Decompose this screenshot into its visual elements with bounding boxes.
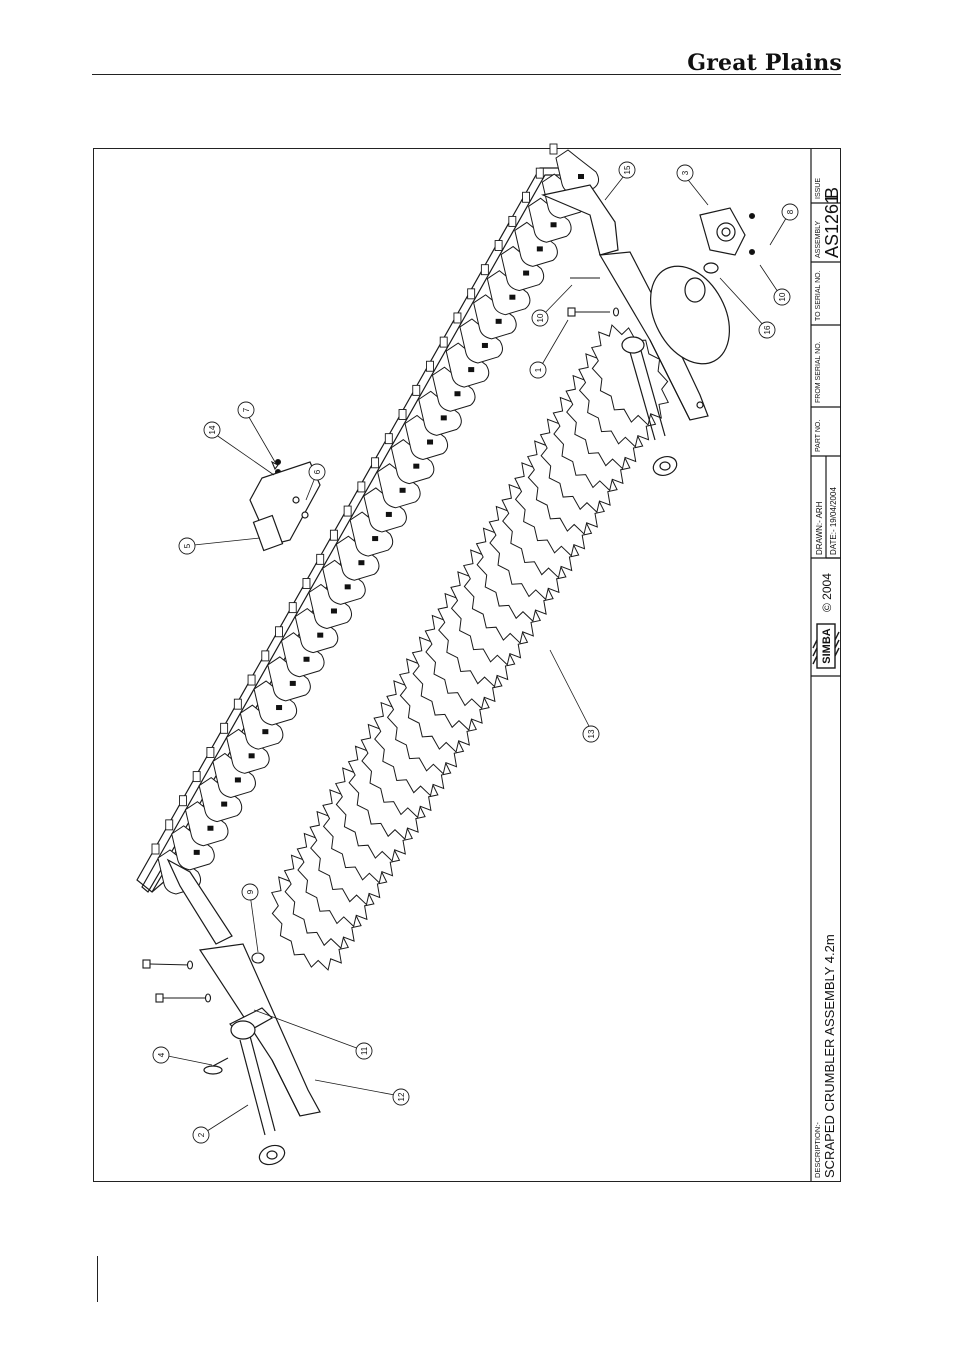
callout-15: 16 [759,322,775,338]
description-value: SCRAPED CRUMBLER ASSEMBLY 4.2m [822,934,837,1178]
issue-value: B [822,187,842,199]
callout-16: 15 [619,162,635,178]
assembly-label: ASSEMBLY [815,220,822,258]
svg-text:15: 15 [623,165,632,174]
right-bearing [700,208,745,273]
svg-text:10: 10 [536,313,545,322]
callout-4: 4 [153,1047,169,1063]
callout-10-right: 10 [774,289,790,305]
svg-text:9: 9 [246,889,255,894]
callout-1: 1 [530,362,546,378]
issue-label: ISSUE [815,178,822,199]
callout-13: 13 [583,726,599,742]
drawn-date: DATE:- 19/04/2004 [829,487,838,555]
copyright: © 2004 [820,573,834,612]
svg-text:3: 3 [681,170,690,175]
from-serial-label: FROM SERIAL NO. [815,341,822,403]
svg-text:12: 12 [397,1092,406,1101]
svg-text:5: 5 [183,543,192,548]
svg-text:6: 6 [313,469,322,474]
svg-text:2: 2 [197,1132,206,1137]
svg-text:10: 10 [778,292,787,301]
to-serial-label: TO SERIAL NO. [815,270,822,321]
callout-7: 7 [238,402,254,418]
simba-logo-text: SIMBA [821,628,833,664]
callout-6: 6 [309,464,325,480]
svg-text:8: 8 [786,209,795,214]
callout-10-left: 10 [532,310,548,326]
svg-text:14: 14 [208,425,217,434]
callout-2: 2 [193,1127,209,1143]
drawn-by: DRAWN:- ARH [815,501,824,555]
title-block-text: DESCRIPTION:- SCRAPED CRUMBLER ASSEMBLY … [813,178,842,1178]
callout-5: 5 [179,538,195,554]
svg-text:7: 7 [242,407,251,412]
description-label: DESCRIPTION:- [813,1122,822,1178]
svg-text:4: 4 [157,1052,166,1057]
callout-12: 12 [393,1089,409,1105]
callout-3: 3 [677,165,693,181]
assembly-number: AS1261 [822,194,842,258]
part-no-label: PART NO. [815,420,822,452]
callout-8: 8 [782,204,798,220]
svg-text:16: 16 [763,325,772,334]
callout-14: 14 [204,422,220,438]
simba-logo: SIMBA [813,624,839,668]
callout-9: 9 [242,884,258,900]
callout-11: 11 [356,1043,372,1059]
svg-text:1: 1 [534,367,543,372]
svg-text:13: 13 [587,729,596,738]
svg-text:11: 11 [360,1046,369,1055]
